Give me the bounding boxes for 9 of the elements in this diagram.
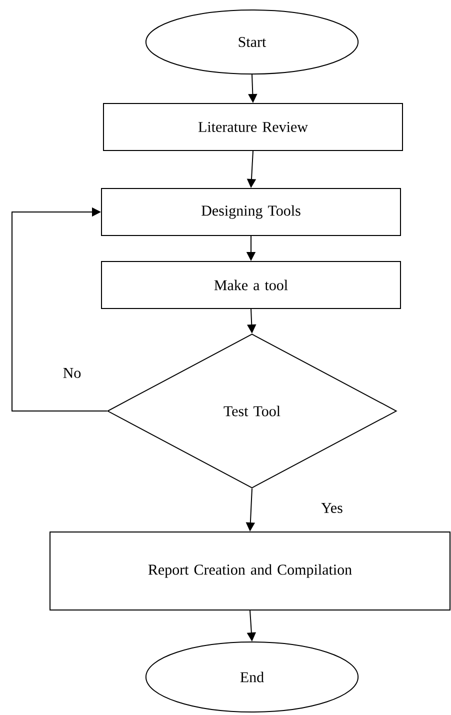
- process-box: Designing Tools: [101, 188, 401, 236]
- process-box: Report Creation and Compilation: [50, 532, 450, 610]
- edge-label: Yes: [320, 502, 344, 514]
- edge-label: No: [62, 367, 82, 379]
- terminal-oval: Start: [145, 10, 359, 74]
- process-box: Literature Review: [103, 103, 403, 151]
- terminal-oval: End: [145, 642, 359, 712]
- arrow: [12, 207, 108, 412]
- process-box: Make a tool: [101, 261, 401, 309]
